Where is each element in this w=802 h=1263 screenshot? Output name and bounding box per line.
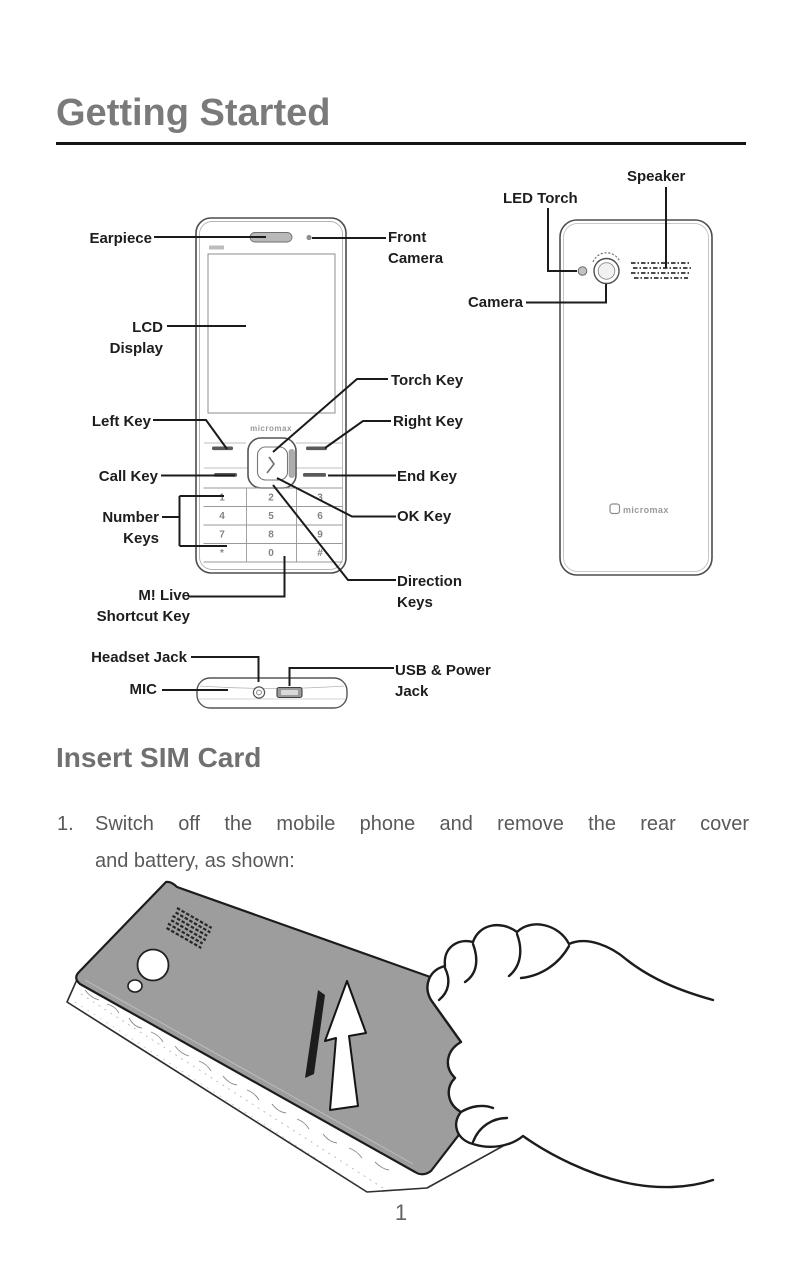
label-ok-key: OK Key (397, 508, 452, 525)
front-brand-logo: micromax (250, 424, 292, 433)
ok-key-shape (256, 446, 289, 481)
label-usb-power-jack: USB & Power Jack (395, 662, 491, 700)
phone-diagram-art: micromax 1 2 3 4 5 6 7 (153, 187, 713, 709)
step-number: 1. (57, 813, 74, 835)
svg-text:5: 5 (268, 511, 274, 522)
keypad-grid (203, 487, 343, 563)
back-phone-drawing: micromax (559, 219, 713, 576)
bottom-view-drawing (196, 677, 348, 709)
step-text-line1: Switch off the mobile phone and remove t… (95, 813, 749, 835)
title-underline (56, 142, 746, 145)
step-text-line2: and battery, as shown: (95, 850, 295, 872)
remove-rear-cover-illustration (66, 880, 715, 1193)
page-number: 1 (394, 1200, 408, 1225)
cover-camera-hole (136, 948, 170, 982)
svg-text:1: 1 (219, 493, 225, 504)
label-left-key: Left Key (91, 413, 151, 430)
speaker-grille-shape (631, 261, 691, 280)
led-torch-shape (577, 266, 588, 276)
svg-text:#: # (317, 548, 323, 559)
label-camera: Camera (467, 294, 523, 311)
label-speaker: Speaker (627, 168, 686, 185)
front-phone-drawing: micromax 1 2 3 4 5 6 7 (195, 217, 347, 574)
label-right-key: Right Key (393, 413, 464, 430)
label-direction-keys: Direction Keys (397, 573, 463, 611)
label-number-keys: Number Keys (102, 509, 159, 547)
headset-jack-shape (252, 686, 266, 699)
label-call-key: Call Key (98, 468, 158, 485)
step-1-paragraph: 1. Switch off the mobile phone and remov… (57, 806, 749, 880)
label-mic: MIC (129, 681, 158, 698)
svg-text:2: 2 (268, 493, 274, 504)
label-front-camera: Front Camera (388, 229, 444, 267)
lcd-screen-shape (207, 253, 336, 414)
svg-text:0: 0 (268, 548, 274, 559)
section-heading: Insert SIM Card (56, 742, 262, 773)
page-title: Getting Started (56, 92, 331, 134)
svg-text:6: 6 (317, 511, 323, 522)
svg-text:*: * (220, 548, 224, 559)
label-lcd-display: LCD Display (109, 319, 163, 357)
back-brand-logo: micromax (623, 505, 669, 515)
label-headset-jack: Headset Jack (91, 649, 187, 666)
hand-drawing (426, 923, 715, 1189)
label-led-torch: LED Torch (503, 190, 578, 207)
cover-led-hole (127, 979, 143, 993)
label-mi-live-shortcut-key: M! Live Shortcut Key (96, 587, 190, 625)
label-torch-key: Torch Key (391, 372, 464, 389)
leader-lines (153, 187, 667, 691)
svg-text:4: 4 (219, 511, 225, 522)
svg-text:8: 8 (268, 530, 274, 541)
rear-cover-drawing (75, 880, 546, 1176)
phone-parts-diagram: micromax 1 2 3 4 5 6 7 (0, 160, 802, 720)
label-earpiece: Earpiece (89, 230, 152, 247)
cover-speaker-grille (166, 907, 213, 949)
svg-text:9: 9 (317, 530, 323, 541)
keypad-key-labels: 1 2 3 4 5 6 7 8 9 * 0 # (219, 493, 323, 560)
front-camera-dot (306, 234, 312, 241)
lift-arrow (305, 980, 367, 1111)
svg-text:3: 3 (317, 493, 323, 504)
label-end-key: End Key (397, 468, 458, 485)
svg-text:7: 7 (219, 530, 225, 541)
